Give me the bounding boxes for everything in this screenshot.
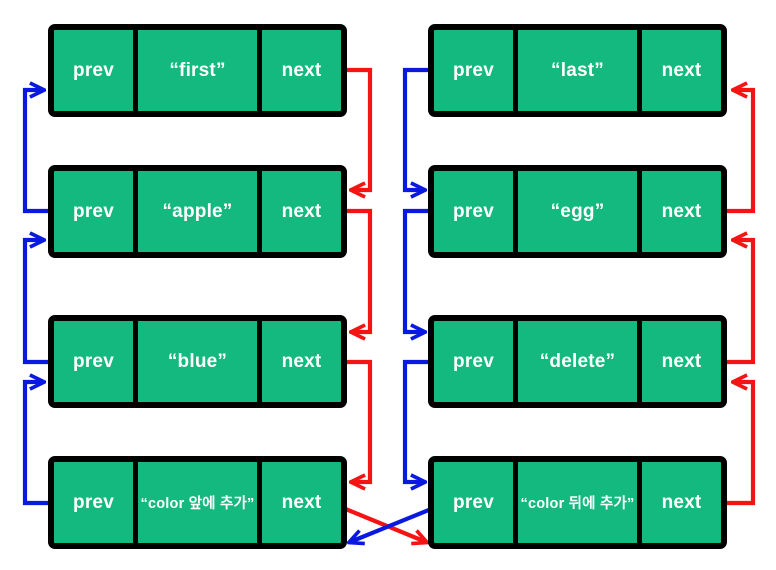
- node-color-before[interactable]: prev “color 앞에 추가” next: [48, 456, 347, 549]
- prev-arrow-blue-to-apple: [22, 240, 64, 365]
- prev-pointer-group-right: [402, 67, 444, 482]
- node-blue-next-cell[interactable]: next: [281, 350, 322, 372]
- prev-arrow-colorbefore-to-blue: [22, 382, 64, 506]
- prev-arrow-delete-to-colorafter: [402, 359, 444, 482]
- node-egg-next-cell[interactable]: next: [661, 200, 702, 222]
- next-pointer-group-right: [712, 90, 756, 506]
- node-egg-prev-cell[interactable]: prev: [453, 200, 494, 222]
- node-last-prev-cell[interactable]: prev: [453, 59, 494, 81]
- node-color-after-value-cell: “color 뒤에 추가”: [513, 462, 642, 543]
- node-color-after[interactable]: prev “color 뒤에 추가” next: [428, 456, 727, 549]
- node-color-before-value-cell: “color 앞에 추가”: [133, 462, 262, 543]
- node-apple-value-cell: “apple”: [133, 171, 262, 252]
- node-delete-next-cell[interactable]: next: [661, 350, 702, 372]
- next-arrow-first-to-apple: [331, 67, 373, 190]
- node-egg-value-cell: “egg”: [513, 171, 642, 252]
- next-arrow-blue-to-colorbefore: [331, 359, 373, 482]
- node-apple[interactable]: prev “apple” next: [48, 165, 347, 258]
- node-first-next-cell[interactable]: next: [281, 59, 322, 81]
- prev-arrow-last-to-egg: [402, 67, 444, 190]
- prev-arrow-apple-to-first: [22, 90, 64, 214]
- node-first[interactable]: prev “first” next: [48, 24, 347, 117]
- node-delete-prev-cell[interactable]: prev: [453, 350, 494, 372]
- next-arrow-colorafter-to-delete: [712, 382, 756, 506]
- prev-arrow-egg-to-delete: [402, 208, 444, 332]
- node-color-after-prev-cell[interactable]: prev: [453, 491, 494, 513]
- node-blue-value-cell: “blue”: [133, 321, 262, 402]
- next-arrow-delete-to-egg: [712, 240, 756, 365]
- node-delete-value-cell: “delete”: [513, 321, 642, 402]
- node-blue[interactable]: prev “blue” next: [48, 315, 347, 408]
- node-egg[interactable]: prev “egg” next: [428, 165, 727, 258]
- node-last-value-cell: “last”: [513, 30, 642, 111]
- node-color-before-prev-cell[interactable]: prev: [73, 491, 114, 513]
- next-arrow-apple-to-blue: [331, 208, 373, 332]
- node-color-before-next-cell[interactable]: next: [281, 491, 322, 513]
- node-last-next-cell[interactable]: next: [661, 59, 702, 81]
- node-first-value-cell: “first”: [133, 30, 262, 111]
- node-blue-prev-cell[interactable]: prev: [73, 350, 114, 372]
- node-last[interactable]: prev “last” next: [428, 24, 727, 117]
- node-delete[interactable]: prev “delete” next: [428, 315, 727, 408]
- node-color-after-next-cell[interactable]: next: [661, 491, 702, 513]
- node-apple-next-cell[interactable]: next: [281, 200, 322, 222]
- next-arrow-egg-to-last: [712, 90, 756, 214]
- node-apple-prev-cell[interactable]: prev: [73, 200, 114, 222]
- node-first-prev-cell[interactable]: prev: [73, 59, 114, 81]
